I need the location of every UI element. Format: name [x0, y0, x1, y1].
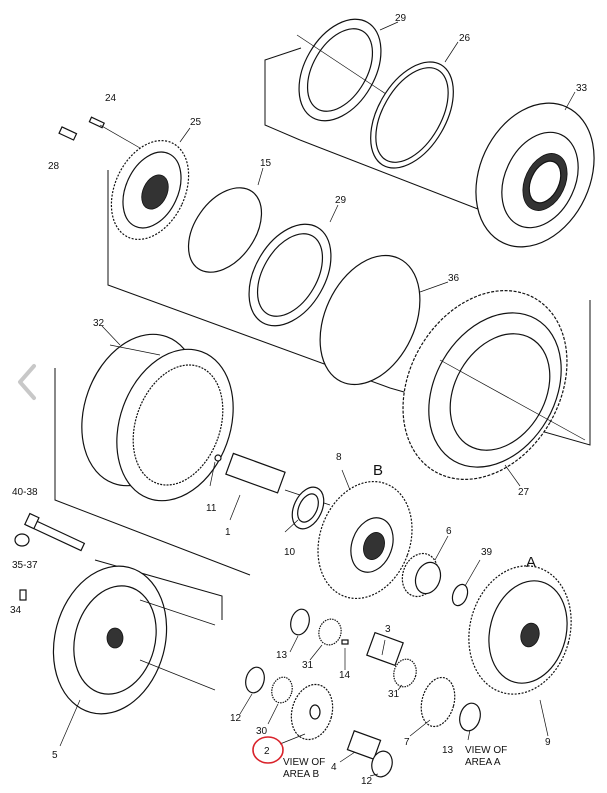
leader-lines: [59, 21, 576, 777]
highlight-circle-part-2: [252, 736, 284, 764]
label-4: 4: [331, 762, 337, 773]
part-27-housing: [402, 290, 586, 480]
part-29-seal-lower: [248, 223, 332, 327]
label-28: 28: [48, 161, 60, 172]
label-31-left: 31: [302, 660, 314, 671]
part-40-bolt: [24, 512, 86, 552]
label-2: 2: [264, 746, 270, 757]
view-b-caption-line1: VIEW OF: [283, 757, 325, 768]
view-b-caption-line2: AREA B: [283, 769, 319, 780]
label-7: 7: [404, 737, 410, 748]
label-3: 3: [385, 624, 391, 635]
label-9: 9: [545, 737, 551, 748]
part-9-carrier: [468, 565, 572, 695]
part-32-ring-gear: [81, 333, 234, 502]
label-35-37: 35-37: [12, 560, 38, 571]
label-34: 34: [10, 605, 22, 616]
label-29-top: 29: [395, 13, 407, 24]
part-36-oring: [319, 254, 421, 386]
view-letter-b: B: [373, 462, 383, 479]
label-13-left: 13: [276, 650, 288, 661]
part-8-carrier: [317, 480, 413, 600]
label-1: 1: [225, 527, 231, 538]
part-11-pin: [214, 454, 222, 462]
label-15: 15: [260, 158, 272, 169]
label-13-right: 13: [442, 745, 454, 756]
part-25-gear: [110, 140, 190, 240]
label-8: 8: [336, 452, 342, 463]
label-27: 27: [518, 487, 530, 498]
part-39-washer: [451, 583, 469, 607]
part-29-seal-top: [296, 18, 396, 122]
label-12-left: 12: [230, 713, 242, 724]
label-24: 24: [105, 93, 117, 104]
view-area-b-parts: [245, 608, 481, 778]
label-6: 6: [446, 526, 452, 537]
label-14: 14: [339, 670, 351, 681]
label-26: 26: [459, 33, 471, 44]
part-6-gear: [401, 552, 442, 598]
label-10: 10: [284, 547, 296, 558]
label-12-right: 12: [361, 776, 373, 787]
part-number-labels: 29 26 33 24 25 28 15 29 36 32 11 27 8 B …: [10, 13, 588, 787]
part-35-nut: [14, 533, 30, 547]
part-34-plug: [19, 589, 27, 601]
view-a-caption-line2: AREA A: [465, 757, 501, 768]
part-10-washer: [291, 486, 325, 530]
part-15-oring: [187, 187, 263, 273]
label-40-38: 40-38: [12, 487, 38, 498]
chevron-left-icon[interactable]: [14, 362, 40, 402]
part-33-hub: [475, 102, 595, 248]
view-letter-a: A: [526, 554, 536, 571]
label-29-lower: 29: [335, 195, 347, 206]
label-36: 36: [448, 273, 460, 284]
part-5-cover: [52, 565, 216, 715]
view-a-caption-line1: VIEW OF: [465, 745, 507, 756]
label-39: 39: [481, 547, 493, 558]
part-26-ring: [370, 61, 454, 169]
label-31-right: 31: [388, 689, 400, 700]
label-25: 25: [190, 117, 202, 128]
label-5: 5: [52, 750, 58, 761]
label-11: 11: [206, 503, 217, 514]
label-32: 32: [93, 318, 105, 329]
part-24-28-pins: [58, 116, 141, 149]
label-30: 30: [256, 726, 268, 737]
view-captions: VIEW OF AREA B VIEW OF AREA A: [283, 745, 507, 780]
label-33: 33: [576, 83, 588, 94]
